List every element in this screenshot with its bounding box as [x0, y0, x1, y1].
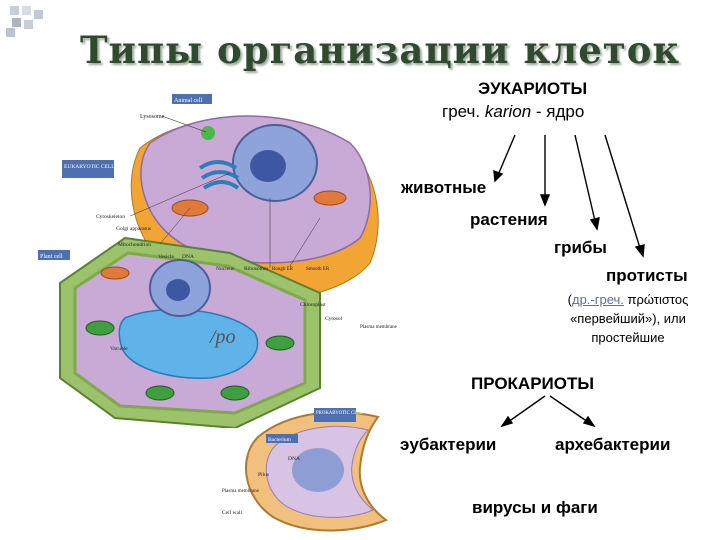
viruses-phages: вирусы и фаги: [472, 498, 598, 517]
eukaryotic-cells-illustration: Animal cell Lysosome EUKARYOTIC CELL Pla…: [38, 94, 398, 428]
mitochondrion-label: Mitochondrion: [118, 242, 151, 248]
golgi-label: Golgi apparatus: [116, 226, 151, 232]
eukaryotes-arrows: [493, 134, 645, 258]
bacterium-label: Bacterium: [268, 437, 292, 443]
lysosome-label: Lysosome: [140, 114, 165, 120]
nucleus-label: Nucleus: [216, 266, 234, 272]
prokaryotes-heading: ПРОКАРИОТЫ: [471, 374, 595, 393]
smooth-er-label: Smooth ER: [306, 267, 330, 272]
protists-note-link[interactable]: др.-греч.: [571, 292, 624, 307]
cytoskeleton-label: Cytoskeleton: [96, 214, 125, 220]
protists-note: (др.-греч. πρώτιστος «первейший»), или п…: [567, 292, 689, 345]
group-protists: протисты: [606, 266, 688, 285]
group-fungi: грибы: [554, 238, 607, 257]
bacterium-plasma-membrane-label: Plasma membrane: [222, 489, 260, 494]
etymology-word: karion: [484, 102, 532, 121]
group-eubacteria: эубактерии: [400, 435, 497, 454]
cell-wall-label: Cell wall: [222, 510, 242, 516]
prokaryotic-cell-illustration: PROKARYOTIC CELL Bacterium DNA Pilus Pla…: [222, 408, 389, 532]
group-plants: растения: [470, 210, 548, 229]
vacuole-label: Vacuole: [110, 346, 128, 352]
etymology-prefix: греч.: [442, 102, 485, 121]
vesicle-label: Vesicle: [158, 254, 174, 260]
ribosomes-label: Ribosomes: [244, 266, 268, 272]
eukaryotic-cell-label: EUKARYOTIC CELL: [64, 164, 115, 170]
rough-er-label: Rough ER: [272, 267, 294, 272]
etymology-suffix: - ядро: [531, 102, 585, 121]
plant-cell-label: Plant cell: [40, 254, 63, 260]
po-watermark: /po: [209, 326, 236, 348]
prokaryotic-cell-label: PROKARYOTIC CELL: [316, 411, 363, 416]
plasma-membrane-label: Plasma membrane: [360, 325, 398, 330]
cytosol-label: Cytosol: [325, 316, 343, 322]
slide-title: Типы организации клеток: [80, 28, 681, 72]
prokaryotes-arrows: [500, 395, 596, 428]
eukaryotes-etymology: греч. karion - ядро: [442, 102, 584, 122]
chloroplast-label: Chloroplast: [300, 302, 326, 308]
animal-cell-label: Animal cell: [174, 98, 202, 104]
corner-squares-decoration: [6, 6, 43, 37]
bacterium-dna-label: DNA: [288, 456, 300, 462]
eukaryotes-heading: ЭУКАРИОТЫ: [478, 79, 588, 98]
dna-label: DNA: [182, 254, 194, 260]
group-animals: животные: [401, 178, 487, 197]
group-archaebacteria: архебактерии: [555, 435, 671, 454]
pilus-label: Pilus: [258, 472, 269, 478]
